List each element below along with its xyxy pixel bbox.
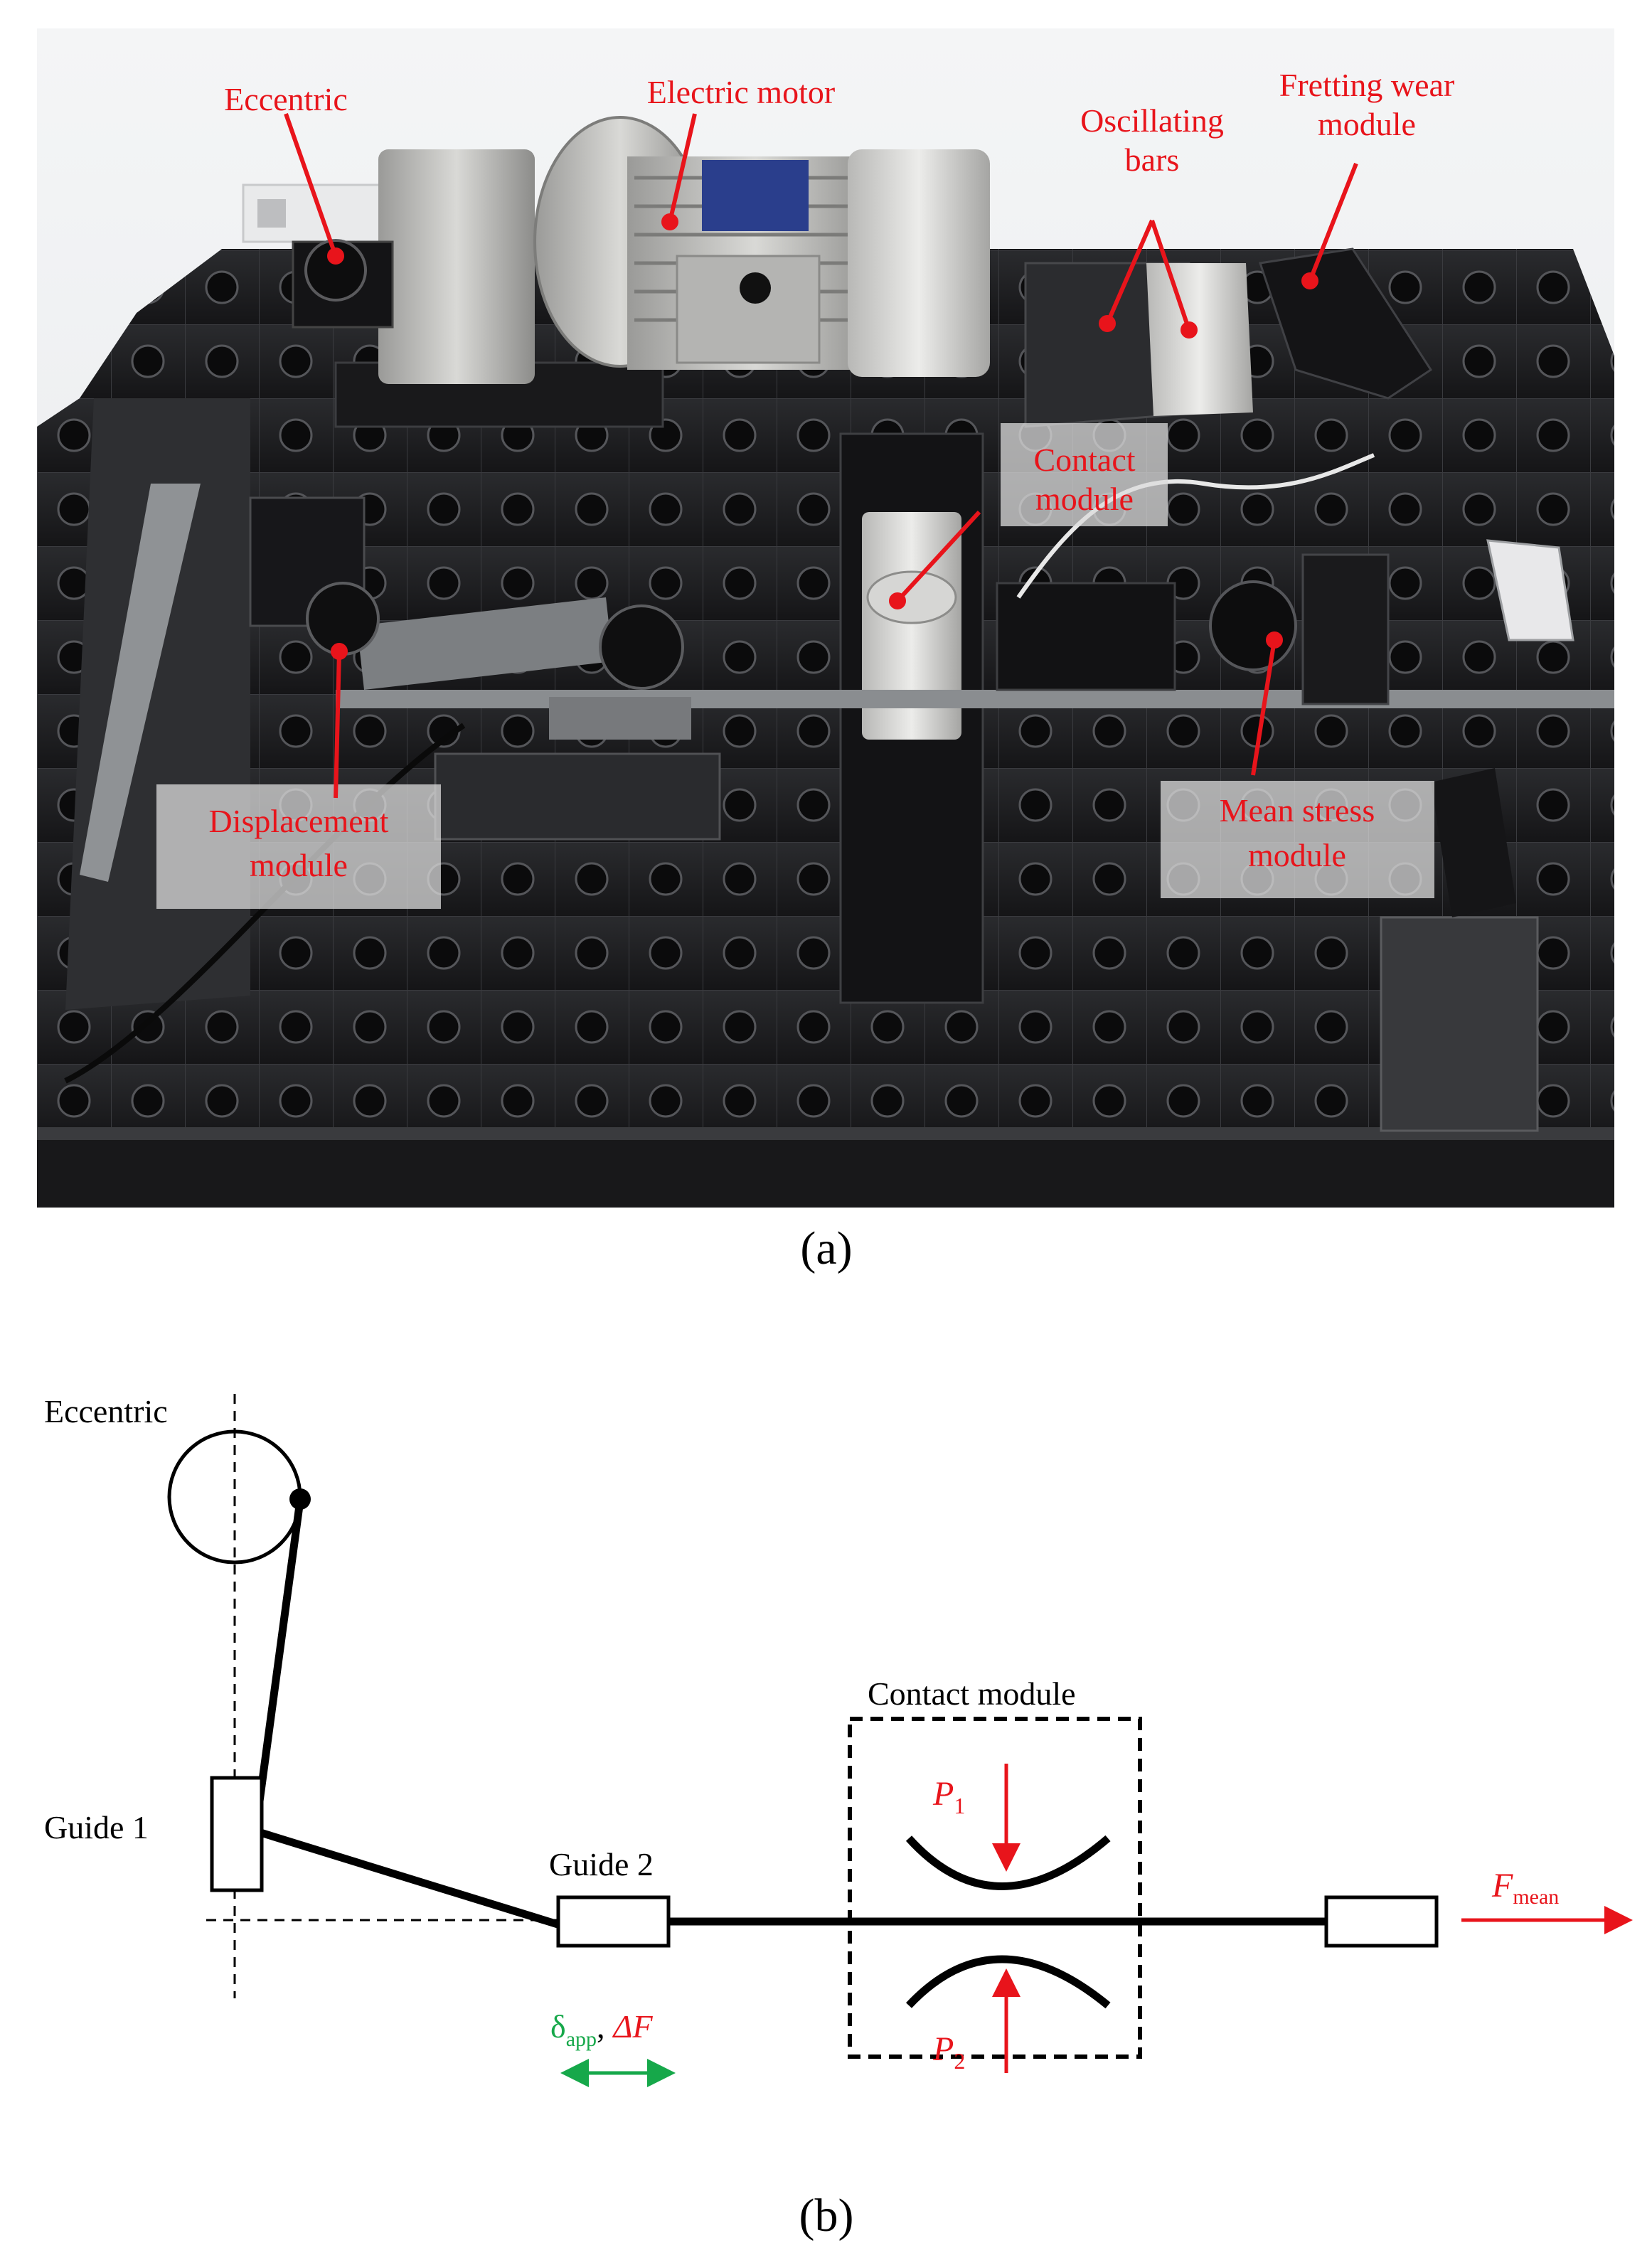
pointer-dot-fretting: [1301, 272, 1318, 289]
angle-bracket: [1431, 768, 1516, 917]
contact-housing: [862, 512, 961, 740]
label-mean-stress-1: Mean stress: [1220, 792, 1375, 828]
mean-stress-cylinder: [1209, 580, 1297, 671]
lever-arm: [357, 597, 613, 690]
pointer-dot-bar-2: [1181, 321, 1198, 339]
label-oscillating-bars-1: Oscillating: [1080, 102, 1224, 139]
label-comma: ,: [597, 2008, 605, 2045]
label-displacement-1: Displacement: [209, 803, 389, 839]
pointer-contact: [895, 510, 981, 603]
pointer-bar-2: [1150, 220, 1191, 331]
gearbox: [378, 149, 535, 384]
contact-module-box: [848, 1717, 1142, 2059]
delta-f-symbol: ΔF: [612, 2008, 654, 2045]
caption-a: (a): [800, 1222, 853, 1274]
pointer-mean-stress: [1251, 639, 1277, 776]
p1-label: P1: [932, 1775, 965, 1818]
setup-photo-drawing: Eccentric Electric motor Oscillating bar…: [37, 28, 1616, 1208]
displacement-slide: [434, 752, 721, 841]
upper-contact-pad: [905, 1835, 1111, 1890]
welding-table: [37, 249, 1614, 1181]
f-mean-symbol: F: [1491, 1867, 1513, 1904]
pointer-motor: [668, 113, 697, 223]
f-mean-label: Fmean: [1491, 1867, 1559, 1909]
label-fretting-2: module: [1318, 106, 1416, 142]
guide1-bearing: [306, 582, 380, 656]
pointer-eccentric: [284, 113, 338, 257]
mean-stress-box: [1324, 1895, 1439, 1948]
motor-nameplate: [702, 160, 809, 231]
load-cell-block: [996, 582, 1176, 691]
p1-symbol: P: [932, 1775, 954, 1813]
pointer-dot-bar-1: [1099, 315, 1116, 332]
octagon-fixture: [1486, 539, 1574, 641]
oscillating-bar-aluminium: [1146, 263, 1253, 416]
pointer-dot-motor: [661, 213, 678, 230]
p2-label: P2: [932, 2030, 965, 2074]
contact-pad: [866, 570, 957, 624]
label-oscillating-bars-2: bars: [1125, 142, 1180, 178]
lower-contact-pad: [905, 1955, 1111, 2009]
guide2-label: Guide 2: [549, 1846, 654, 1882]
displacement-label-box: [156, 784, 441, 909]
schematic-diagram: Eccentric Guide 1 Guide 2 Contact module…: [0, 1337, 1652, 2261]
pointer-displacement: [334, 651, 341, 799]
eccentric-disc: [304, 239, 367, 302]
pointer-dot-mean-stress: [1266, 631, 1283, 649]
sensor-cable: [1016, 453, 1375, 599]
label-fretting-1: Fretting wear: [1279, 67, 1455, 103]
linear-guide-rail: [80, 484, 201, 882]
corner-clamp-plate: [1380, 916, 1539, 1132]
guide2-box: [556, 1895, 671, 1948]
motor-fan-cover: [848, 149, 990, 377]
eccentric-label: Eccentric: [44, 1393, 168, 1429]
black-cable: [64, 723, 466, 1084]
contact-label-box: [1001, 423, 1168, 526]
p1-subscript: 1: [954, 1793, 965, 1818]
label-eccentric: Eccentric: [224, 81, 348, 117]
setup-photo: Eccentric Electric motor Oscillating bar…: [37, 28, 1616, 1208]
caption-b: (b): [799, 2190, 854, 2242]
terminal-box: [676, 255, 821, 364]
lever-link: [255, 1827, 614, 1946]
pointer-dot-displacement: [331, 643, 348, 660]
pointer-fretting: [1308, 162, 1358, 282]
fretting-wear-block: [1259, 247, 1433, 400]
guide1-label: Guide 1: [44, 1809, 149, 1845]
f-mean-subscript: mean: [1513, 1885, 1559, 1909]
delta-subscript: app: [566, 2027, 597, 2051]
terminal-cap: [740, 272, 771, 304]
label-mean-stress-2: module: [1248, 837, 1346, 873]
mean-stress-support: [1301, 553, 1390, 705]
pointer-dot-contact: [889, 592, 906, 609]
schematic-svg: Eccentric Guide 1 Guide 2 Contact module…: [44, 1393, 1633, 2087]
p2-subscript: 2: [954, 2048, 965, 2074]
table-edge-highlight: [37, 1127, 1614, 1140]
label-contact-1: Contact: [1033, 442, 1135, 478]
table-edge: [37, 1138, 1614, 1208]
label-displacement-2: module: [250, 847, 348, 883]
pointer-bar-1: [1105, 219, 1154, 325]
label-electric-motor: Electric motor: [647, 74, 835, 110]
p2-symbol: P: [932, 2030, 954, 2068]
connecting-rod: [252, 1500, 304, 1828]
displacement-sensor: [549, 697, 691, 740]
displacement-label: δapp,ΔF: [550, 2008, 654, 2051]
socket-hole: [257, 199, 286, 228]
contact-module-label: Contact module: [868, 1675, 1076, 1712]
delta-symbol: δ: [550, 2008, 566, 2045]
mean-stress-label-box: [1161, 781, 1434, 898]
guide2-bearing: [599, 604, 684, 690]
specimen-rail: [336, 690, 1616, 708]
guide1-box: [210, 1776, 264, 1892]
eccentric-pin: [289, 1488, 311, 1510]
pointer-dot-eccentric: [327, 247, 344, 265]
label-contact-2: module: [1035, 481, 1134, 517]
